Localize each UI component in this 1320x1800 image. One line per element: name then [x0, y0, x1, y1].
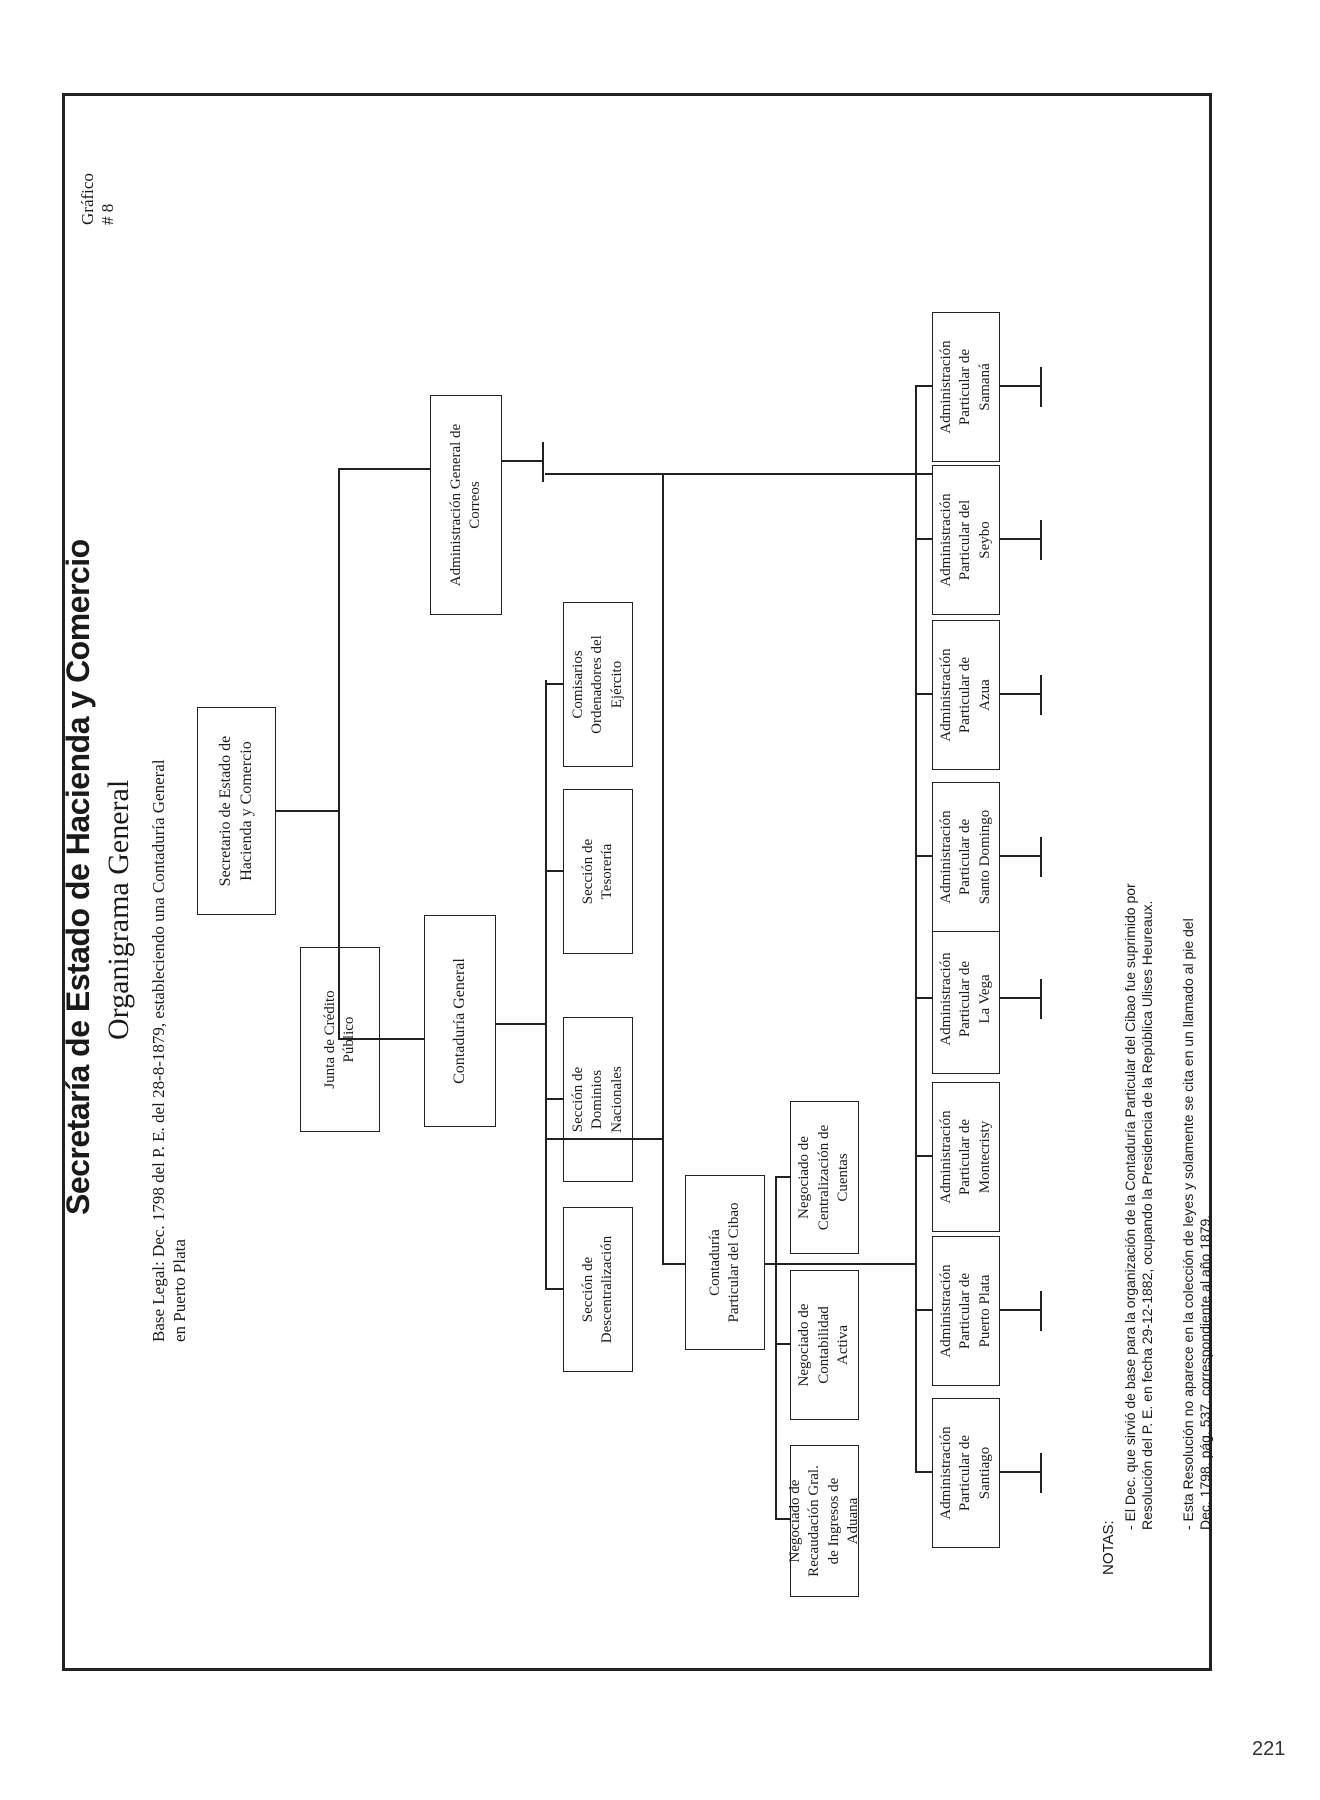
connector — [915, 997, 932, 999]
stub-connector — [1040, 1291, 1042, 1331]
stub-connector — [1000, 1309, 1040, 1311]
stub-connector — [1000, 538, 1040, 540]
connector — [276, 810, 339, 812]
connector — [915, 385, 932, 387]
box-neg-recaudacion: Negociado de Recaudación Gral. de Ingres… — [787, 1445, 861, 1597]
connector — [765, 1263, 775, 1265]
stub-connector — [1000, 855, 1040, 857]
chart-title: Secretaría de Estado de Hacienda y Comer… — [60, 539, 96, 1215]
connector — [545, 1098, 563, 1100]
box-adm-seybo: Administración Particular del Seybo — [932, 465, 1000, 615]
box-contaduria-general: Contaduría General — [424, 915, 496, 1127]
box-neg-contabilidad: Negociado de Contabilidad Activa — [790, 1270, 859, 1420]
box-seccion-descentralizacion: Sección de Descentralización — [563, 1207, 633, 1372]
box-adm-la-vega: Administración Particular de La Vega — [932, 924, 1000, 1074]
notes-heading: NOTAS: — [1100, 1520, 1117, 1575]
stub-connector — [1040, 837, 1042, 877]
connector — [775, 1178, 777, 1520]
stub-connector — [1040, 520, 1042, 560]
connector — [915, 855, 932, 857]
stub-connector — [1040, 675, 1042, 715]
legal-basis: Base Legal: Dec. 1798 del P. E. del 28-8… — [149, 759, 190, 1342]
connector — [338, 470, 340, 1040]
connector — [915, 538, 932, 540]
connector — [915, 1471, 932, 1473]
connector — [496, 1023, 546, 1025]
stub-connector — [1000, 1471, 1040, 1473]
stub-connector — [1000, 997, 1040, 999]
box-seccion-dominios: Sección de Dominios Nacionales — [563, 1017, 633, 1182]
connector — [915, 1155, 932, 1157]
box-seccion-tesoreria: Sección de Tesorería — [563, 789, 633, 954]
connector — [545, 473, 932, 475]
connector — [775, 1518, 790, 1520]
connector — [545, 1288, 563, 1290]
stub-connector — [1000, 385, 1040, 387]
note-1: - El Dec. que sirvió de base para la org… — [1122, 883, 1155, 1530]
connector — [545, 683, 563, 685]
box-adm-santo-domingo: Administración Particular de Santo Domin… — [932, 782, 1000, 932]
connector — [338, 468, 430, 470]
box-neg-centralizacion: Negociado de Centralización de Cuentas — [790, 1101, 859, 1254]
connector — [662, 1263, 685, 1265]
box-contaduria-cibao: Contaduría Particular del Cibao — [685, 1175, 765, 1350]
connector — [775, 1176, 790, 1178]
box-adm-puerto-plata: Administración Particular de Puerto Plat… — [932, 1236, 1000, 1386]
stub-connector — [1040, 367, 1042, 407]
box-adm-samana: Administración Particular de Samaná — [932, 312, 1000, 462]
chart-number: Gráfico # 8 — [78, 173, 117, 225]
chart-frame — [62, 93, 1212, 1671]
connector — [545, 870, 563, 872]
connector — [338, 1038, 424, 1040]
connector — [915, 1309, 932, 1311]
note-2: - Esta Resolución no aparece en la colec… — [1180, 918, 1213, 1530]
connector — [915, 693, 932, 695]
connector — [545, 680, 547, 1290]
page-number: 221 — [1252, 1738, 1286, 1760]
stub-connector — [1040, 1453, 1042, 1493]
connector — [545, 1138, 662, 1140]
stub-connector — [1000, 693, 1040, 695]
connector — [542, 442, 544, 482]
stub-connector — [1040, 979, 1042, 1019]
box-adm-santiago: Administración Particular de Santiago — [932, 1398, 1000, 1548]
box-adm-azua: Administración Particular de Azua — [932, 620, 1000, 770]
connector — [775, 1263, 915, 1265]
box-comisarios: Comisarios Ordenadores del Ejército — [563, 602, 633, 767]
connector — [775, 1343, 790, 1345]
connector — [502, 460, 542, 462]
box-adm-montecristy: Administración Particular de Montecristy — [932, 1082, 1000, 1232]
box-correos: Administración General de Correos — [430, 395, 502, 615]
connector — [662, 475, 664, 1265]
box-secretario: Secretario de Estado de Hacienda y Comer… — [197, 707, 276, 915]
chart-subtitle: Organigrama General — [102, 779, 135, 1040]
org-chart-rotated: Secretaría de Estado de Hacienda y Comer… — [0, 173, 1320, 1800]
